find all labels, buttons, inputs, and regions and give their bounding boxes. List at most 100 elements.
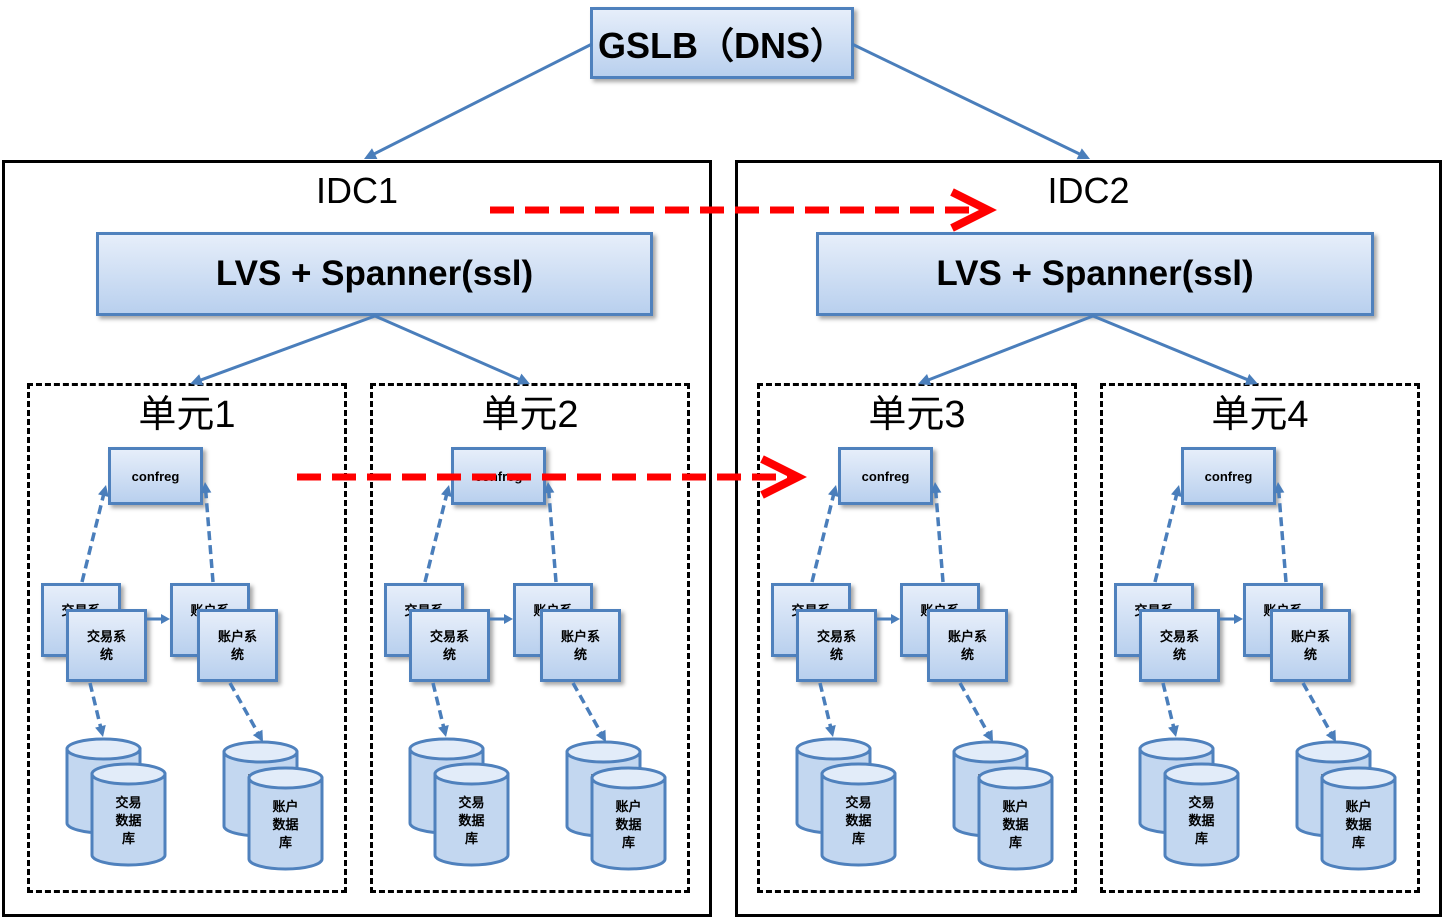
unit-3-account-to-confreg-arrow-head [930, 482, 942, 494]
unit-3-container [757, 383, 1077, 893]
unit-2-account-db-front-label: 账户数据库 [615, 799, 642, 850]
unit-2-account-to-db-arrow [571, 682, 606, 742]
unit-3-trade-to-account-arrow [877, 614, 900, 624]
idc-failover-arrow [490, 188, 997, 232]
unit-3-account-db-front-label: 账户数据库 [1002, 799, 1029, 850]
unit-3-trade-system-node-front: 交易系统 [796, 609, 877, 682]
unit-2-trade-to-db-arrow [431, 682, 449, 737]
unit-1-account-to-confreg-arrow [200, 482, 215, 583]
unit-1-trade-to-confreg-arrow-line [80, 494, 106, 583]
gslb-to-idc2-arrow-line [851, 42, 1081, 156]
unit-4-trade-to-account-arrow [1220, 614, 1243, 624]
unit-1-container [27, 383, 347, 893]
unit-4-account-db-front-shape [1320, 766, 1397, 871]
unit-3-account-db-front: 账户数据库 [977, 766, 1054, 871]
unit-3-trade-to-confreg-arrow-line [810, 494, 836, 583]
unit-4-account-to-db-arrow [1301, 682, 1336, 742]
gslb-dns-label: GSLB（DNS） [597, 25, 846, 66]
unit-1-trade-to-confreg-arrow-head [98, 485, 109, 497]
unit-1-trade-db-front-shape [90, 762, 167, 867]
unit-4-account-system-node-front: 账户系统 [1270, 609, 1351, 682]
unit-3-trade-system-front-label: 交易系统 [816, 628, 856, 662]
unit-3-account-to-db-arrow [958, 682, 993, 742]
unit-4-label: 单元4 [1211, 394, 1309, 436]
unit-1-account-to-db-arrow [228, 682, 263, 742]
unit-3-account-to-db-arrow-head [982, 729, 993, 742]
unit-2-account-db-front: 账户数据库 [590, 766, 667, 871]
idc1-lvs-spanner-label: LVS + Spanner(ssl) [215, 254, 534, 293]
unit-1-trade-to-confreg-arrow [80, 485, 109, 583]
unit-1-account-to-db-arrow-line [228, 682, 260, 735]
unit-1-account-db-front-shape [247, 766, 324, 871]
unit-2-account-system-node-front: 账户系统 [540, 609, 621, 682]
unit-4-trade-db-front-label: 交易数据库 [1188, 795, 1215, 846]
unit-1-confreg-label: confreg [131, 468, 180, 484]
idc2-lvs-to-unit3-arrow-line [927, 314, 1094, 382]
unit-4-account-to-confreg-arrow-line [1277, 491, 1288, 583]
idc1-lvs-spanner-node: LVS + Spanner(ssl) [96, 232, 653, 316]
unit-4-trade-to-confreg-arrow [1153, 485, 1182, 583]
unit-2-trade-to-confreg-arrow [423, 485, 452, 583]
unit-1-trade-system-front-label: 交易系统 [86, 628, 126, 662]
unit-3-trade-to-account-arrow-head [891, 614, 900, 624]
unit-4-account-system-front-label: 账户系统 [1290, 628, 1330, 662]
gslb-to-idc1-arrow-line [373, 42, 593, 156]
idc1-lvs-to-unit1-arrow-line [199, 314, 376, 382]
unit-2-account-to-confreg-arrow [543, 482, 558, 583]
unit-2-trade-to-db-arrow-line [431, 682, 446, 728]
unit-3-trade-to-db-arrow-line [818, 682, 833, 728]
idc1-lvs-to-unit2-arrow-line [374, 314, 521, 381]
unit-3-label: 单元3 [868, 394, 966, 436]
unit-2-account-to-db-arrow-line [571, 682, 603, 735]
idc2-container [735, 160, 1442, 917]
unit-4-confreg-node: confreg [1181, 447, 1276, 505]
unit-4-trade-system-front-label: 交易系统 [1159, 628, 1199, 662]
unit-3-account-to-db-arrow-line [958, 682, 990, 735]
unit-4-account-db-front-label: 账户数据库 [1345, 799, 1372, 850]
idc1-label: IDC1 [315, 170, 399, 211]
idc1-lvs-to-unit2-arrow-head [516, 373, 530, 385]
unit-4-trade-to-db-arrow-line [1161, 682, 1176, 728]
unit-4-trade-to-db-arrow [1161, 682, 1179, 737]
unit-failover-arrow-head [760, 455, 807, 499]
unit-1-trade-to-db-arrow-line [88, 682, 103, 728]
unit-1-account-system-node-front: 账户系统 [197, 609, 278, 682]
unit-3-trade-to-confreg-arrow [810, 485, 839, 583]
unit-3-trade-db-front-shape [820, 762, 897, 867]
idc2-label: IDC2 [1047, 170, 1130, 211]
unit-2-account-to-confreg-arrow-line [547, 491, 558, 583]
idc2-lvs-spanner-label: LVS + Spanner(ssl) [936, 254, 1254, 293]
unit-2-trade-to-confreg-arrow-line [423, 494, 449, 583]
unit-1-account-to-confreg-arrow-head [200, 482, 212, 494]
idc1-container [2, 160, 712, 917]
unit-2-trade-system-front-label: 交易系统 [429, 628, 469, 662]
unit-4-account-db-front: 账户数据库 [1320, 766, 1397, 871]
unit-3-account-system-node-front: 账户系统 [927, 609, 1008, 682]
gslb-to-idc2-arrow-head [1076, 148, 1090, 160]
idc2-lvs-spanner-node: LVS + Spanner(ssl) [816, 232, 1374, 316]
unit-4-trade-db-front-shape [1163, 762, 1240, 867]
unit-2-container [370, 383, 690, 893]
unit-3-trade-db-front-label: 交易数据库 [845, 795, 872, 846]
unit-3-confreg-node: confreg [838, 447, 933, 505]
idc1-lvs-to-unit1-arrow [190, 314, 376, 386]
unit-2-account-to-confreg-arrow-head [543, 482, 555, 494]
unit-3-account-system-front-label: 账户系统 [947, 628, 987, 662]
unit-3-trade-to-db-arrow-head [825, 725, 836, 737]
unit-1-account-db-front-label: 账户数据库 [272, 799, 299, 850]
idc1-lvs-to-unit1-arrow-head [190, 374, 204, 386]
unit-2-trade-to-account-arrow-head [504, 614, 513, 624]
unit-1-label: 单元1 [138, 394, 236, 436]
unit-4-account-to-confreg-arrow-head [1273, 482, 1285, 494]
unit-2-trade-db-front-shape [433, 762, 510, 867]
unit-1-trade-to-db-arrow-head [95, 725, 106, 737]
unit-1-trade-db-front: 交易数据库 [90, 762, 167, 867]
unit-2-trade-to-db-arrow-head [438, 725, 449, 737]
unit-2-trade-db-front-label: 交易数据库 [458, 795, 485, 846]
unit-3-trade-to-confreg-arrow-head [828, 485, 839, 497]
gslb-to-idc1-arrow-head [364, 148, 378, 159]
unit-4-account-to-confreg-arrow [1273, 482, 1288, 583]
